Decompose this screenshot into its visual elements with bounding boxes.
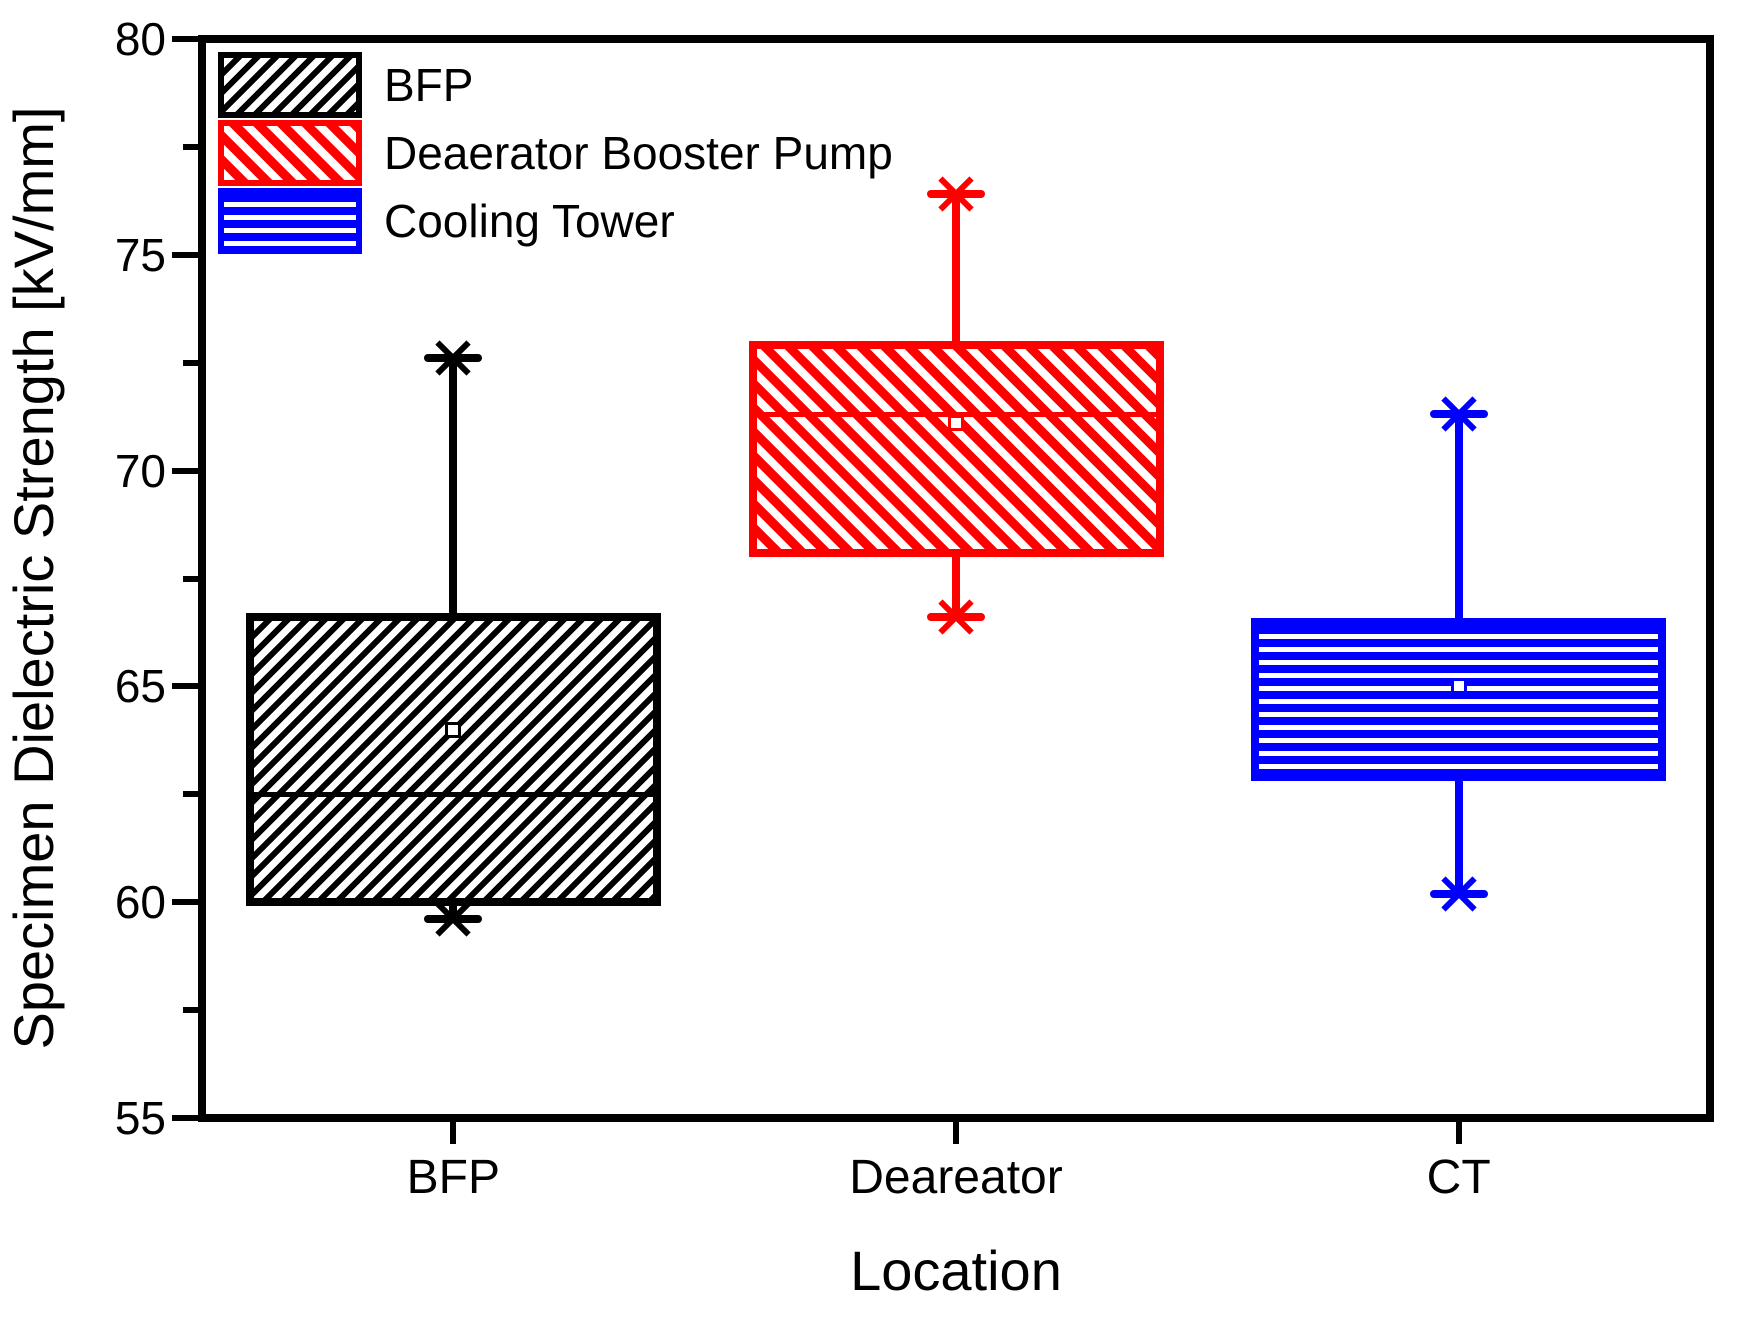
x-axis-title: Location [850,1239,1062,1302]
x-tick [953,1122,959,1144]
y-tick-label: 60 [114,876,166,929]
y-tick-label: 70 [114,444,166,497]
legend-swatch-deareator [218,120,362,186]
box-bfp [245,613,661,907]
box-ct [1251,617,1667,782]
y-axis-title: Specimen Dielectric Strength [kV/mm] [2,106,65,1050]
whisker-lower-bfp [449,902,458,920]
whisker-lower-deareator [952,552,960,618]
y-major-tick [172,683,198,690]
box-deareator [748,341,1164,557]
legend-label-deareator: Deaerator Booster Pump [384,127,893,179]
y-minor-tick [183,791,198,798]
x-category-label: CT [1426,1151,1491,1204]
legend-label-ct: Cooling Tower [384,195,675,247]
y-tick-label: 75 [114,228,166,281]
whisker-upper-bfp [449,358,458,618]
legend-swatch-ct [218,188,362,254]
mean-marker-ct [1450,678,1467,695]
y-minor-tick [183,1007,198,1014]
y-major-tick [172,467,198,474]
whisker-upper-deareator [952,194,960,346]
y-major-tick [172,1115,198,1121]
x-tick [450,1122,457,1144]
y-major-tick [172,36,198,42]
legend-label-bfp: BFP [384,59,474,111]
whisker-upper-ct [1454,414,1463,622]
y-major-tick [172,899,198,906]
median-line-bfp [253,791,653,797]
y-minor-tick [183,359,198,366]
x-category-label: Deareator [849,1151,1063,1204]
y-tick-label: 55 [114,1092,166,1144]
mean-marker-bfp [445,721,462,738]
median-line-deareator [756,411,1156,417]
legend-swatch-bfp [218,52,362,118]
y-major-tick [172,251,198,258]
median-line-ct [1259,705,1659,711]
x-category-label: BFP [406,1151,500,1204]
x-tick [1455,1122,1462,1144]
y-minor-tick [183,575,198,582]
y-tick-label: 80 [114,13,166,65]
mean-marker-deareator [948,415,964,432]
y-minor-tick [183,143,198,150]
y-tick-label: 65 [114,660,166,713]
whisker-lower-ct [1454,777,1463,894]
